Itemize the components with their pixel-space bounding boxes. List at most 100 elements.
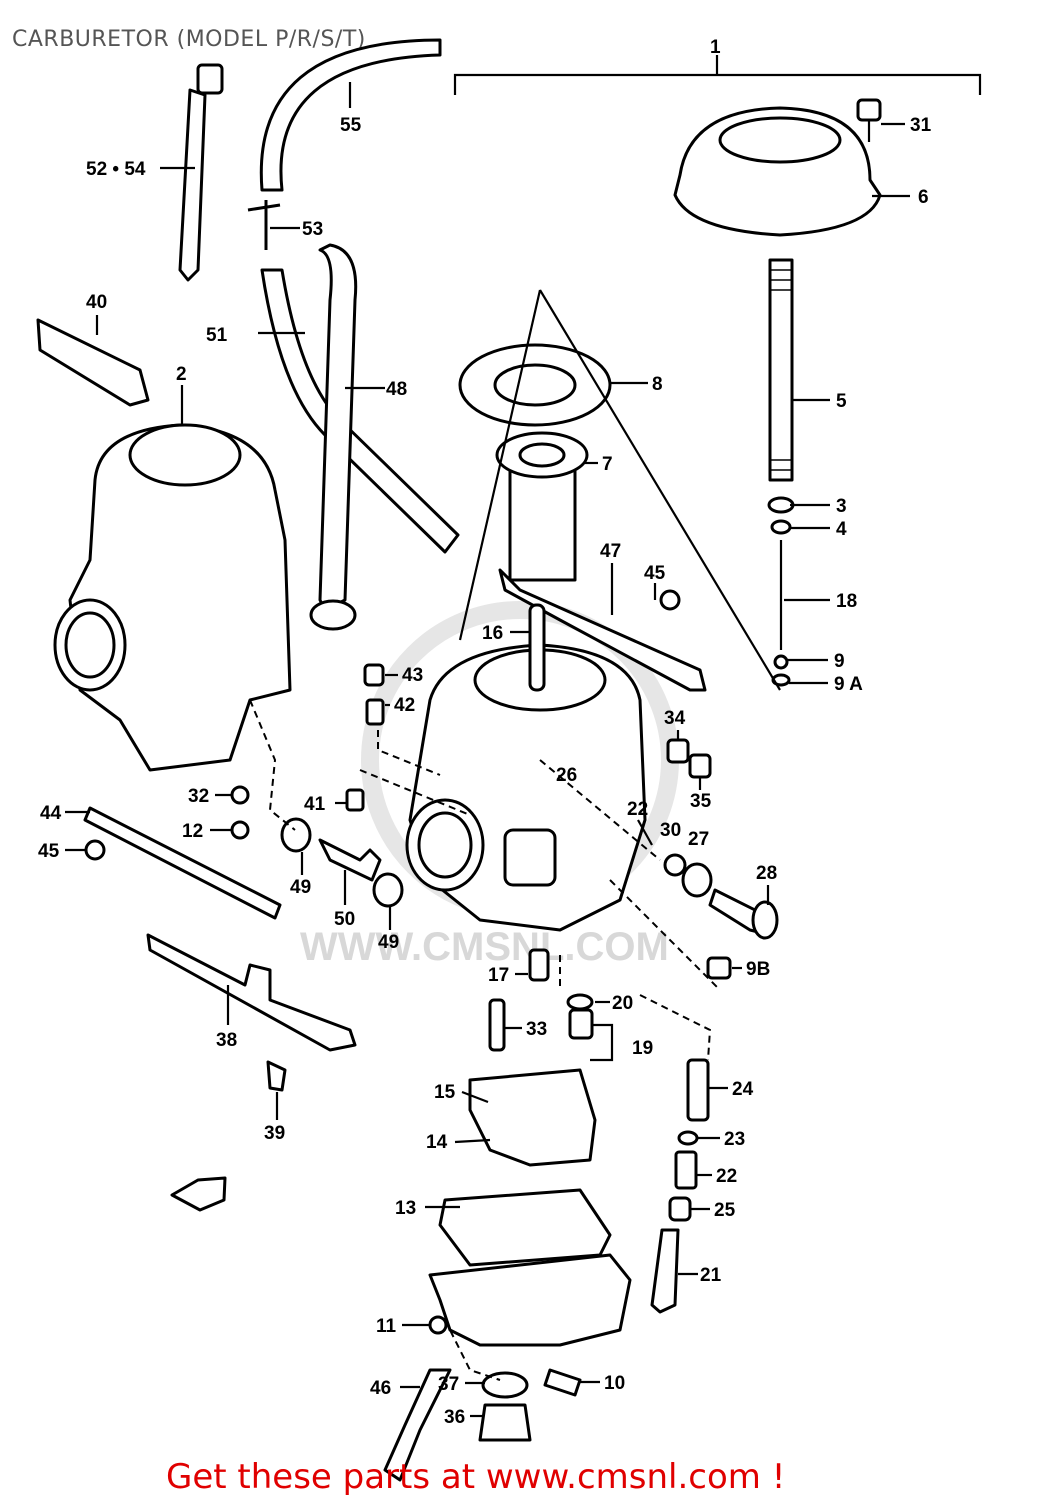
- callout-43: 43: [402, 665, 423, 686]
- part-21: [650, 1228, 680, 1314]
- part-hose-51: [260, 268, 460, 554]
- callout-22a: 22: [627, 799, 648, 820]
- part-36: [478, 1403, 532, 1442]
- callout-51: 51: [206, 325, 228, 346]
- part-17: [528, 948, 550, 982]
- part-27: [681, 862, 713, 898]
- part-35: [688, 753, 712, 779]
- part-49-left: [280, 817, 312, 853]
- callout-48: 48: [386, 379, 407, 400]
- callout-49-left: 49: [290, 877, 311, 898]
- callout-36: 36: [444, 1407, 465, 1428]
- part-hose-52: [178, 63, 224, 282]
- callout-55: 55: [340, 115, 362, 136]
- part-25: [668, 1196, 692, 1222]
- callout-32: 32: [188, 786, 209, 807]
- part-24: [686, 1058, 710, 1122]
- part-carburetor-body: [405, 643, 647, 932]
- part-32: [230, 785, 250, 805]
- part-screw-31: [856, 98, 882, 142]
- part-washer-3: [767, 496, 795, 514]
- part-bracket-47: [498, 568, 707, 692]
- callout-45-right: 45: [644, 563, 666, 584]
- part-clip-9: [773, 654, 789, 670]
- leader-lines: [65, 82, 910, 1418]
- part-33: [488, 998, 506, 1052]
- part-23: [677, 1130, 699, 1146]
- callout-labels: 1 2 3 4 5 6 7 8 9 9 A 9B 10 11 12 13 14 …: [38, 37, 932, 1428]
- callout-15: 15: [434, 1082, 456, 1103]
- callout-44: 44: [40, 803, 62, 824]
- callout-9b: 9B: [746, 959, 770, 980]
- callout-47: 47: [600, 541, 621, 562]
- assembly-bracket: [453, 55, 982, 95]
- callout-11: 11: [376, 1316, 397, 1337]
- callout-17: 17: [488, 965, 509, 986]
- callout-13: 13: [395, 1198, 416, 1219]
- part-float-14: [468, 1068, 597, 1167]
- part-20: [566, 993, 594, 1011]
- part-16: [528, 603, 546, 692]
- callout-39: 39: [264, 1123, 285, 1144]
- callout-20: 20: [612, 993, 633, 1014]
- callout-28: 28: [756, 863, 777, 884]
- callout-53: 53: [302, 219, 323, 240]
- part-22: [674, 1150, 698, 1190]
- reference-line-2: [458, 289, 542, 641]
- callout-38: 38: [216, 1030, 237, 1051]
- callout-4: 4: [836, 519, 847, 540]
- callout-3: 3: [836, 496, 847, 517]
- part-gasket-13: [438, 1188, 612, 1267]
- callout-6: 6: [918, 187, 929, 208]
- callout-1: 1: [710, 37, 721, 58]
- part-42: [365, 698, 385, 726]
- ref-dash-24: [639, 994, 712, 1061]
- part-top-cap: [673, 106, 882, 237]
- callout-26: 26: [556, 765, 577, 786]
- callout-14: 14: [426, 1132, 448, 1153]
- callout-52-54: 52 • 54: [86, 159, 146, 180]
- diagram-title: CARBURETOR (MODEL P/R/S/T): [12, 27, 366, 52]
- part-12: [230, 820, 250, 840]
- callout-22b: 22: [716, 1166, 737, 1187]
- part-diaphragm: [458, 343, 612, 427]
- part-11: [428, 1315, 448, 1335]
- ref-dash-22: [539, 759, 661, 861]
- callout-46: 46: [370, 1378, 391, 1399]
- part-10: [543, 1368, 582, 1397]
- part-hose-46: [383, 1368, 452, 1482]
- part-spring: [768, 258, 794, 482]
- part-37: [481, 1371, 529, 1399]
- watermark-text: WWW.CMSNL.COM: [300, 925, 669, 969]
- ref-dash-37: [444, 1319, 501, 1381]
- callout-40: 40: [86, 292, 107, 313]
- callout-23: 23: [724, 1129, 745, 1150]
- callout-21: 21: [700, 1265, 722, 1286]
- part-bracket-40: [36, 318, 150, 407]
- callout-41: 41: [304, 794, 326, 815]
- part-carburetor-left: [53, 423, 292, 772]
- part-hose-55: [259, 38, 442, 192]
- part-clip-39: [266, 1060, 287, 1092]
- callout-35: 35: [690, 791, 712, 812]
- callout-49-right: 49: [378, 932, 399, 953]
- part-piston: [495, 431, 589, 582]
- callout-9a: 9 A: [834, 674, 863, 695]
- front-arrow-icon: [170, 1176, 227, 1212]
- part-49-right: [372, 872, 404, 908]
- callout-30: 30: [660, 820, 681, 841]
- callout-34: 34: [664, 708, 686, 729]
- callout-10: 10: [604, 1373, 625, 1394]
- part-50: [318, 838, 382, 882]
- callout-5: 5: [836, 391, 847, 412]
- footer-link-text[interactable]: Get these parts at www.cmsnl.com !: [166, 1457, 785, 1497]
- callout-37: 37: [438, 1374, 459, 1395]
- callout-31: 31: [910, 115, 932, 136]
- callout-18: 18: [836, 591, 857, 612]
- callout-16: 16: [482, 623, 503, 644]
- ref-dash-49: [249, 699, 296, 831]
- callout-42: 42: [394, 695, 415, 716]
- part-tee-53: [247, 200, 281, 250]
